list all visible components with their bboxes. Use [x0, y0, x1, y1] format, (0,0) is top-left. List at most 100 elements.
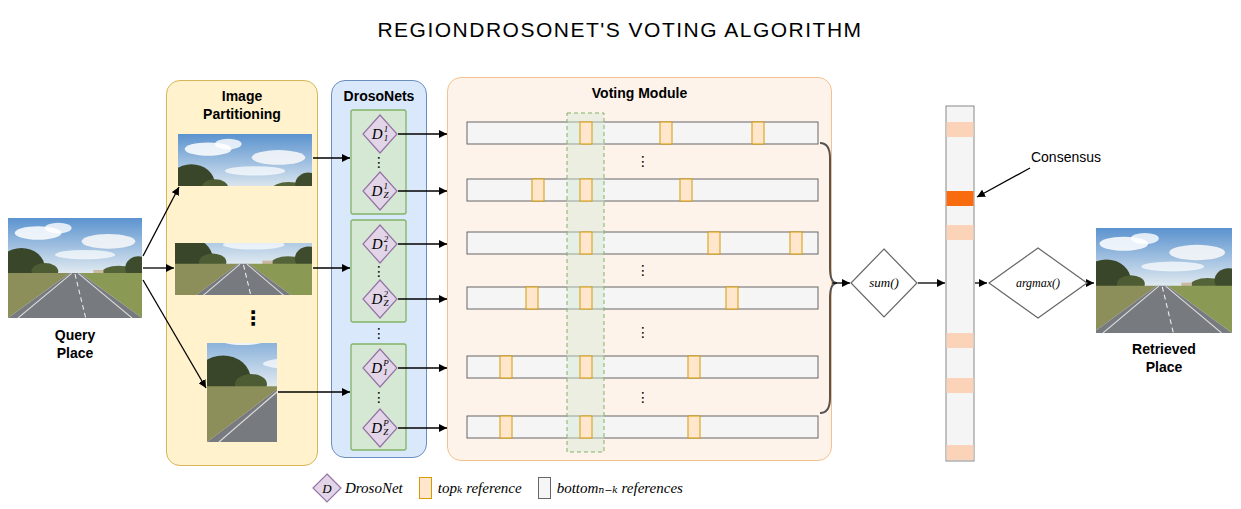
diamond-label: DP1 [362, 348, 398, 388]
flow-arrow [398, 190, 447, 191]
consensus-column [567, 113, 604, 452]
net-symbol: D [372, 183, 383, 199]
drosonet-diamond: D11 [362, 114, 398, 154]
diamond-label: sum() [850, 248, 918, 318]
flow-arrow [1088, 282, 1094, 283]
drosonet-groups-part [351, 220, 406, 322]
legend-text: DrosoNet [345, 479, 403, 497]
index-stack: 2Z [383, 290, 388, 308]
legend-diamond [313, 474, 341, 502]
panel-title: DrosoNets [334, 87, 424, 105]
drosonet-diamond: D21 [362, 224, 398, 264]
topk-marks-part [500, 416, 512, 438]
topk-marks-part [680, 179, 692, 201]
ellipsis: ⋮ [372, 326, 386, 340]
subscript: Z [383, 299, 388, 308]
callout-label: Consensus [1031, 150, 1101, 164]
partition-photo-part [165, 207, 323, 311]
ellipsis: ⋮ [636, 263, 650, 277]
partition-photo [165, 207, 323, 311]
drosonet-groups-part [351, 344, 406, 450]
reference-bars-part [467, 416, 818, 438]
operator-name: sum() [869, 276, 899, 290]
topk-marks-part [580, 356, 592, 378]
score-vector-part [947, 333, 974, 348]
net-symbol: D [372, 236, 383, 252]
topk-marks-part [580, 287, 592, 309]
score-vector-part [947, 445, 974, 460]
subscript: Z [383, 428, 389, 437]
legend-symbol: D [322, 482, 331, 495]
diamond-label: D1Z [362, 171, 398, 211]
topk-marks-part [580, 122, 592, 144]
diamond-outline [363, 280, 397, 318]
flow-arrow [398, 133, 447, 134]
operator-name: argmax() [1016, 276, 1060, 290]
ellipsis: ⋮ [372, 264, 386, 278]
module-panel: Image Partitioning [166, 80, 318, 466]
topk-marks-part [752, 122, 764, 144]
diagram-title: REGIONDROSONET'S VOTING ALGORITHM [377, 18, 862, 42]
score-vector-part [947, 191, 974, 206]
partition-photo [168, 134, 322, 235]
diamond-outline [363, 172, 397, 210]
legend-text: bottomₙ₋ₖ references [557, 479, 683, 497]
layout-arrows-part [313, 267, 350, 268]
index-stack: 1Z [383, 182, 388, 200]
score-vector-part [946, 106, 974, 461]
legend-text: topₖ reference [438, 479, 522, 497]
ellipsis: ⋮ [636, 390, 650, 404]
reference-bars-part [467, 356, 818, 378]
score-vector [946, 106, 974, 461]
panel-title: Voting Module [540, 84, 740, 102]
diamond-outline [989, 248, 1087, 318]
subscript: 1 [383, 368, 389, 377]
topk-marks-part [708, 232, 720, 254]
score-vector-part [947, 122, 974, 137]
retrieved-photo [1082, 228, 1241, 333]
layout-arrows-part [143, 267, 174, 268]
ellipsis: ⋮ [372, 390, 386, 404]
retrieved-photo-part [1082, 228, 1241, 333]
flow-arrow [832, 282, 850, 283]
reference-bars-part [467, 122, 818, 144]
drosonet-groups-part [351, 110, 406, 214]
query-photo-part [0, 218, 152, 318]
topk-marks-part [532, 179, 544, 201]
reference-bars [467, 122, 818, 438]
index-stack: PZ [383, 419, 389, 437]
query-photo [0, 218, 152, 318]
place-label: Query Place [40, 326, 110, 362]
drosonet-diamond: DPZ [362, 408, 398, 448]
ellipsis: ⋮ [636, 154, 650, 168]
drosonet-diamond: D1Z [362, 171, 398, 211]
net-symbol: D [371, 420, 382, 436]
diamond-outline [363, 115, 397, 153]
topk-marks-part [660, 122, 672, 144]
ellipsis: ⋮ [243, 308, 263, 328]
reference-bars-part [467, 179, 818, 201]
topk-marks-part [688, 356, 700, 378]
topk-marks-part [790, 232, 802, 254]
diamond-label: argmax() [988, 247, 1088, 319]
topk-marks-part [580, 416, 592, 438]
reference-bars-part [467, 287, 818, 309]
legend-swatch [538, 477, 551, 499]
diamond-label: D2Z [362, 279, 398, 319]
index-stack: 11 [384, 125, 389, 143]
net-symbol: D [372, 126, 383, 142]
drosonet-diamond: D2Z [362, 279, 398, 319]
layout-arrows-part [143, 187, 179, 256]
partition-photo-part [195, 318, 379, 442]
layout-arrows-part [143, 280, 206, 388]
subscript: 1 [384, 244, 389, 253]
layout-arrows [143, 158, 1030, 392]
flow-arrow [398, 427, 447, 428]
layout-arrows-part [977, 168, 1030, 197]
diamond-outline [363, 349, 397, 387]
net-symbol: D [372, 291, 383, 307]
topk-marks-part [726, 287, 738, 309]
partition-photo [195, 318, 379, 442]
